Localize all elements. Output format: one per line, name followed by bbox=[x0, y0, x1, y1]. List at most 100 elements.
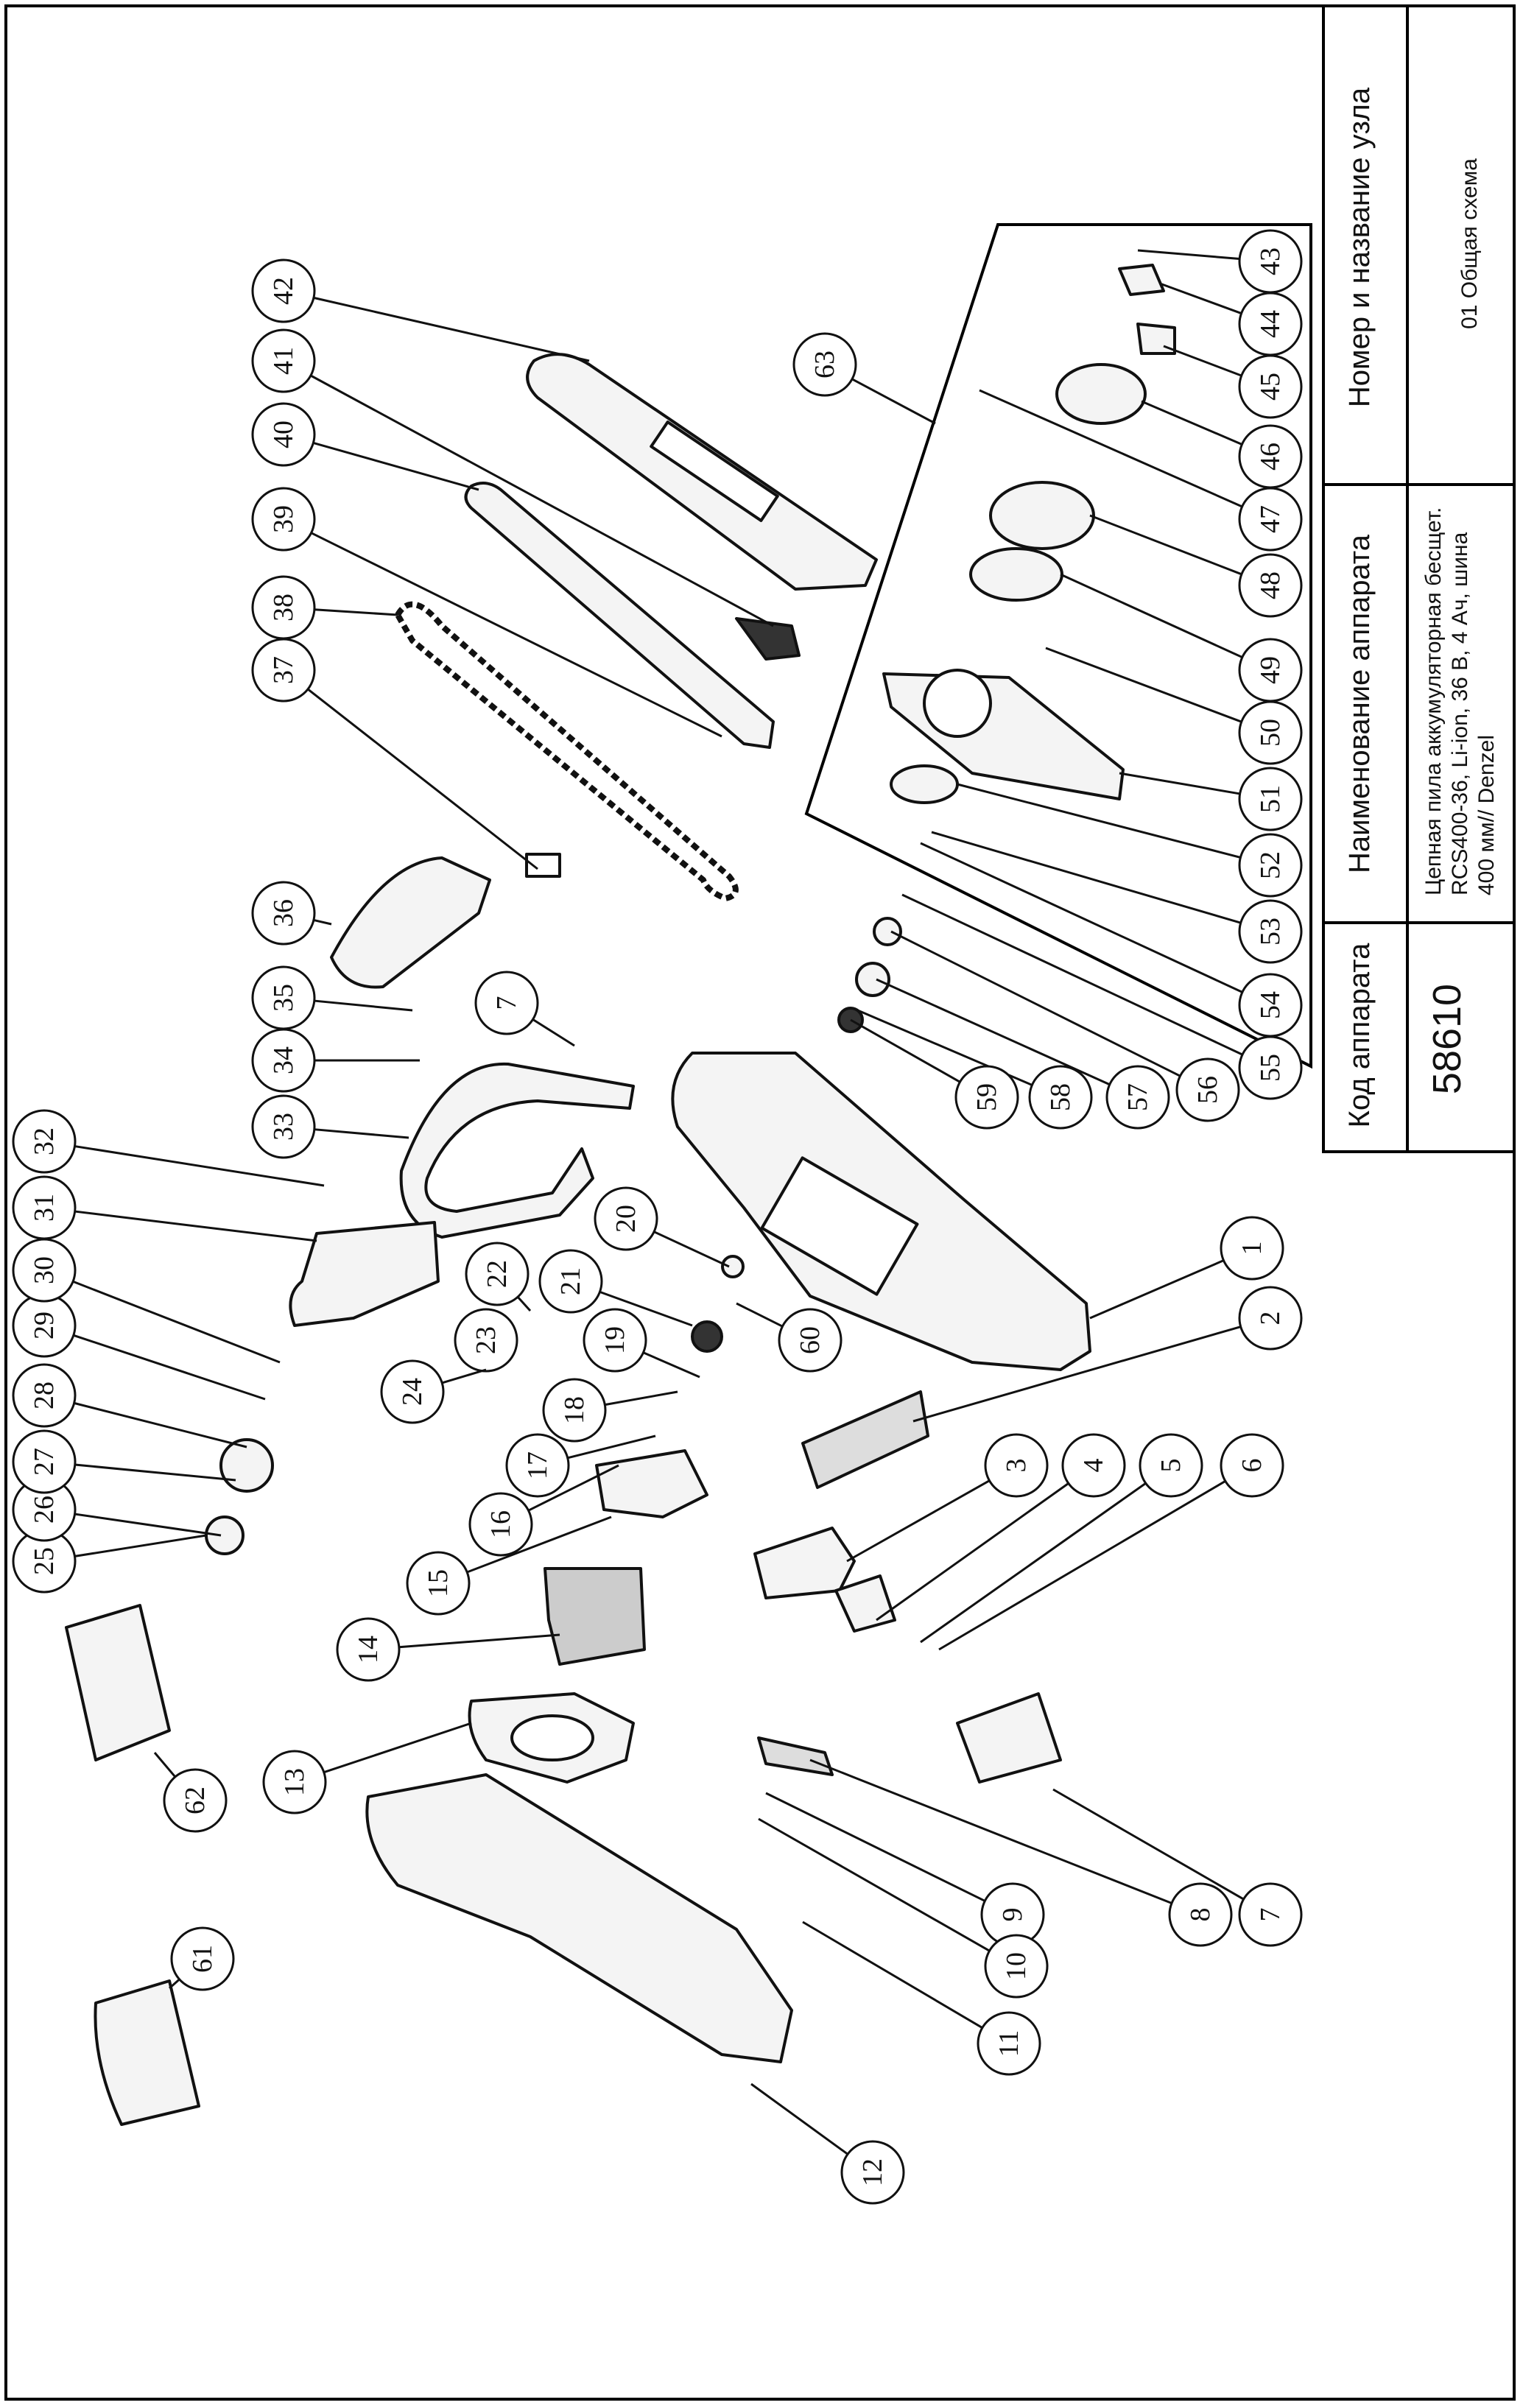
callout-35: 35 bbox=[251, 965, 413, 1030]
callout-circle bbox=[1175, 1057, 1240, 1122]
callout-circle bbox=[1238, 833, 1303, 898]
callout-circle bbox=[12, 1109, 77, 1174]
callout-29: 29 bbox=[12, 1293, 266, 1401]
callout-21: 21 bbox=[538, 1249, 693, 1327]
callout-54: 54 bbox=[920, 842, 1303, 1038]
leader-line bbox=[605, 1390, 678, 1407]
leader-line bbox=[310, 532, 722, 738]
leader-line bbox=[938, 1480, 1226, 1651]
callout-number: 57 bbox=[1122, 1083, 1153, 1111]
callout-number: 7 bbox=[491, 996, 522, 1010]
callout-19: 19 bbox=[583, 1308, 700, 1379]
callout-circle bbox=[251, 402, 316, 467]
leader-line bbox=[1141, 400, 1242, 446]
inset-frame bbox=[804, 223, 1312, 1069]
callout-2: 2 bbox=[912, 1286, 1303, 1423]
callout-number: 56 bbox=[1192, 1076, 1223, 1104]
callout-number: 63 bbox=[809, 351, 840, 379]
callout-48: 48 bbox=[1089, 514, 1303, 618]
callout-number: 43 bbox=[1255, 247, 1286, 275]
chain-guard bbox=[330, 856, 491, 989]
callout-42: 42 bbox=[251, 258, 590, 362]
leader-line bbox=[74, 1463, 236, 1482]
leader-line bbox=[1159, 282, 1242, 314]
callout-62: 62 bbox=[153, 1752, 228, 1833]
callout-number: 23 bbox=[471, 1326, 502, 1354]
callout-32: 32 bbox=[12, 1109, 325, 1187]
leader-line bbox=[313, 918, 332, 926]
nut-part bbox=[691, 1320, 723, 1353]
callout-circle bbox=[251, 487, 316, 552]
callout-number: 34 bbox=[268, 1046, 299, 1074]
callout-number: 26 bbox=[29, 1496, 60, 1524]
callout-28: 28 bbox=[12, 1363, 247, 1448]
parts-sketch bbox=[65, 264, 1176, 2126]
callout-circle bbox=[251, 575, 316, 640]
tension-plate bbox=[969, 547, 1063, 602]
leader-line bbox=[846, 1479, 991, 1563]
leader-line bbox=[1089, 1259, 1225, 1320]
callout-7: 7 bbox=[1052, 1788, 1303, 1947]
callout-27: 27 bbox=[12, 1429, 236, 1494]
callout-12: 12 bbox=[750, 2083, 905, 2205]
leader-line bbox=[314, 1128, 409, 1139]
title-block-divider bbox=[1325, 921, 1516, 924]
leader-line bbox=[314, 999, 413, 1012]
callout-number: 28 bbox=[29, 1381, 60, 1409]
callout-16: 16 bbox=[468, 1464, 619, 1557]
callout-number: 10 bbox=[1001, 1952, 1032, 1980]
callout-57: 57 bbox=[876, 978, 1170, 1130]
callout-circle bbox=[474, 971, 539, 1035]
sheet-border bbox=[4, 4, 1516, 2401]
callout-number: 24 bbox=[397, 1378, 428, 1406]
callout-number: 62 bbox=[180, 1786, 211, 1814]
callout-47: 47 bbox=[979, 389, 1303, 552]
callout-37: 37 bbox=[251, 638, 538, 870]
callout-circle bbox=[1220, 1433, 1284, 1498]
leader-line bbox=[1060, 573, 1243, 658]
callout-number: 25 bbox=[29, 1547, 60, 1575]
callout-number: 61 bbox=[187, 1945, 218, 1973]
callout-number: 6 bbox=[1237, 1459, 1267, 1473]
callout-circle bbox=[583, 1308, 647, 1373]
callout-number: 9 bbox=[997, 1908, 1028, 1922]
callout-number: 12 bbox=[857, 2158, 888, 2186]
leader-line bbox=[1089, 514, 1242, 576]
callout-30: 30 bbox=[12, 1238, 281, 1364]
callout-number: 31 bbox=[29, 1194, 60, 1222]
leader-line bbox=[567, 1434, 656, 1460]
callout-circle bbox=[538, 1249, 603, 1314]
washer-part bbox=[721, 1255, 745, 1278]
leader-line bbox=[323, 1722, 472, 1774]
leader-line bbox=[979, 389, 1243, 508]
lever-part bbox=[757, 1736, 834, 1776]
callout-number: 38 bbox=[268, 594, 299, 622]
leader-line bbox=[74, 1534, 207, 1557]
callout-number: 19 bbox=[599, 1326, 630, 1354]
callout-1: 1 bbox=[1089, 1216, 1284, 1320]
leader-line bbox=[74, 1145, 325, 1187]
callout-circle bbox=[163, 1768, 228, 1833]
callout-circle bbox=[251, 1094, 316, 1159]
callout-number: 54 bbox=[1255, 991, 1286, 1019]
callout-number: 8 bbox=[1185, 1908, 1216, 1922]
callout-circle bbox=[1220, 1216, 1284, 1281]
leader-line bbox=[809, 1759, 1172, 1904]
leader-line bbox=[74, 1210, 317, 1242]
callout-63: 63 bbox=[792, 332, 936, 425]
callout-56: 56 bbox=[890, 930, 1240, 1122]
leader-line bbox=[765, 1792, 985, 1902]
callout-circle bbox=[1238, 487, 1303, 552]
leader-line bbox=[310, 374, 774, 627]
lock-switch bbox=[956, 1692, 1062, 1784]
callout-number: 3 bbox=[1001, 1459, 1032, 1473]
callout-number: 60 bbox=[795, 1326, 826, 1354]
callout-circle bbox=[977, 2011, 1041, 2076]
callout-circle bbox=[251, 881, 316, 946]
callout-circle bbox=[840, 2140, 905, 2205]
callout-7: 7 bbox=[474, 971, 575, 1047]
callout-number: 4 bbox=[1078, 1459, 1109, 1473]
callout-number: 17 bbox=[522, 1451, 553, 1479]
title-block-divider bbox=[1325, 483, 1516, 486]
